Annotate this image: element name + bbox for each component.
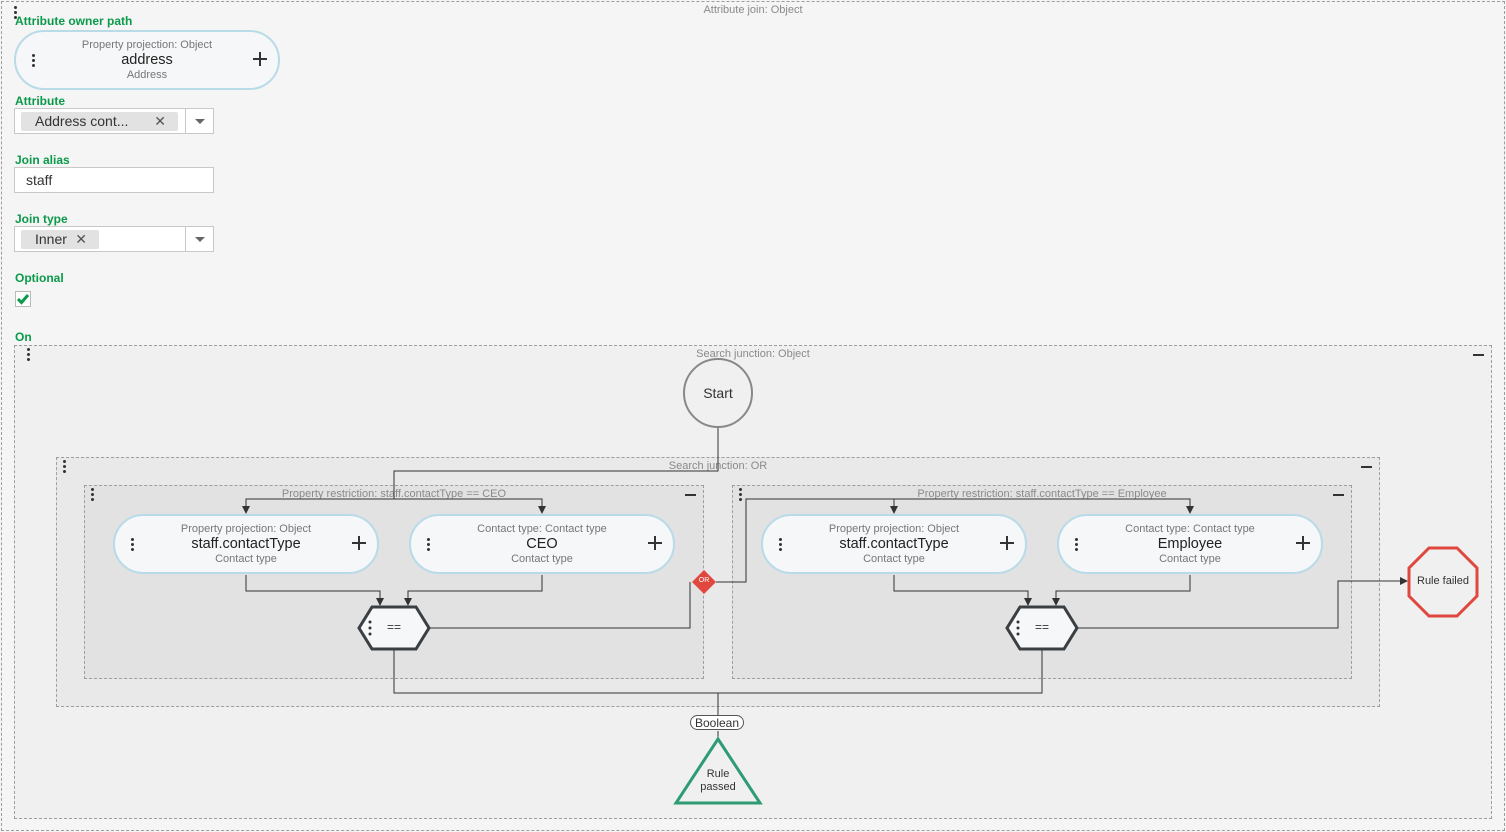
restriction-employee-title: Property restriction: staff.contactType … [917,488,1167,500]
attribute-join-title: Attribute join: Object [703,4,803,16]
rule-passed-triangle [673,736,763,805]
attribute-chip: Address cont... ✕ [21,112,178,131]
employee-property-pill[interactable]: Property projection: Object staff.contac… [761,514,1027,574]
eq-operator-right[interactable]: == [1035,620,1050,634]
ceo-property-pill-add-icon[interactable] [352,536,366,550]
attribute-chip-remove-icon[interactable]: ✕ [154,113,166,129]
join-alias-input[interactable] [14,167,214,193]
ceo-value-pill-subtitle: Contact type: Contact type [477,523,607,535]
employee-value-pill-name: Employee [1157,536,1223,552]
optional-checkbox[interactable] [15,291,31,307]
rule-failed-label[interactable]: Rule failed [1417,575,1469,587]
rule-passed-line-2: passed [700,781,736,793]
search-junction-or-menu-icon[interactable] [63,460,67,475]
join-type-dropdown-button[interactable] [185,227,213,251]
search-junction-object-collapse-icon[interactable] [1473,354,1484,356]
ceo-value-pill[interactable]: Contact type: Contact type CEO Contact t… [409,514,675,574]
check-icon [16,294,30,305]
or-badge: OR [698,577,710,584]
ceo-value-pill-menu-icon[interactable] [427,538,431,553]
join-type-label: Join type [15,212,68,226]
ceo-property-pill-type: Contact type [215,553,277,565]
join-type-chip-remove-icon[interactable]: ✕ [75,231,87,247]
ceo-value-pill-type: Contact type [511,553,573,565]
employee-value-pill[interactable]: Contact type: Contact type Employee Cont… [1057,514,1323,574]
employee-property-pill-type: Contact type [863,553,925,565]
boolean-tag: Boolean [690,715,744,730]
owner-pill-add-icon[interactable] [253,52,267,66]
employee-property-pill-subtitle: Property projection: Object [828,523,960,535]
employee-value-pill-subtitle: Contact type: Contact type [1125,523,1255,535]
join-type-chip-label: Inner [35,231,67,247]
ceo-property-pill[interactable]: Property projection: Object staff.contac… [113,514,379,574]
optional-label: Optional [15,271,64,285]
restriction-ceo-menu-icon[interactable] [91,488,95,503]
ceo-property-pill-name: staff.contactType [191,536,301,552]
rule-passed-line-1: Rule [706,768,730,780]
attribute-dropdown-button[interactable] [185,109,213,133]
owner-pill-subtitle: Property projection: Object [81,39,213,51]
restriction-ceo-collapse-icon[interactable] [685,494,696,496]
rule-failed-octagon [1407,546,1479,618]
employee-value-pill-add-icon[interactable] [1296,536,1310,550]
attribute-label: Attribute [15,94,65,108]
join-type-chip: Inner ✕ [21,230,99,249]
employee-value-pill-type: Contact type [1159,553,1221,565]
start-node [683,358,753,428]
eq-hexagon-right [1005,605,1079,651]
employee-property-pill-add-icon[interactable] [1000,536,1014,550]
eq-operator-left[interactable]: == [387,620,402,634]
rule-passed-label[interactable]: Rule passed [688,768,748,794]
owner-pill-name: address [121,52,173,68]
attribute-join-menu-icon[interactable] [14,6,18,21]
ceo-value-pill-name: CEO [526,536,558,552]
owner-pill[interactable]: Property projection: Object address Addr… [14,30,280,90]
employee-property-pill-name: staff.contactType [839,536,949,552]
restriction-employee-collapse-icon[interactable] [1333,494,1344,496]
attribute-chip-label: Address cont... [35,113,129,129]
ceo-property-pill-subtitle: Property projection: Object [180,523,312,535]
employee-value-pill-menu-icon[interactable] [1075,538,1079,553]
or-diamond [692,570,716,594]
owner-pill-type: Address [126,69,168,81]
attribute-select[interactable]: Address cont... ✕ [14,108,214,134]
join-type-select[interactable]: Inner ✕ [14,226,214,252]
search-junction-object-title: Search junction: Object [696,348,810,360]
ceo-value-pill-add-icon[interactable] [648,536,662,550]
owner-pill-menu-icon[interactable] [32,54,36,69]
ceo-property-pill-menu-icon[interactable] [131,538,135,553]
employee-property-pill-menu-icon[interactable] [779,538,783,553]
eq-hexagon-left [357,605,431,651]
start-label[interactable]: Start [703,385,733,401]
search-junction-or-collapse-icon[interactable] [1361,466,1372,468]
join-alias-label: Join alias [15,153,70,167]
search-junction-object-menu-icon[interactable] [27,348,31,363]
owner-path-label: Attribute owner path [15,14,133,28]
on-label: On [15,330,32,344]
restriction-employee-menu-icon[interactable] [739,488,743,503]
